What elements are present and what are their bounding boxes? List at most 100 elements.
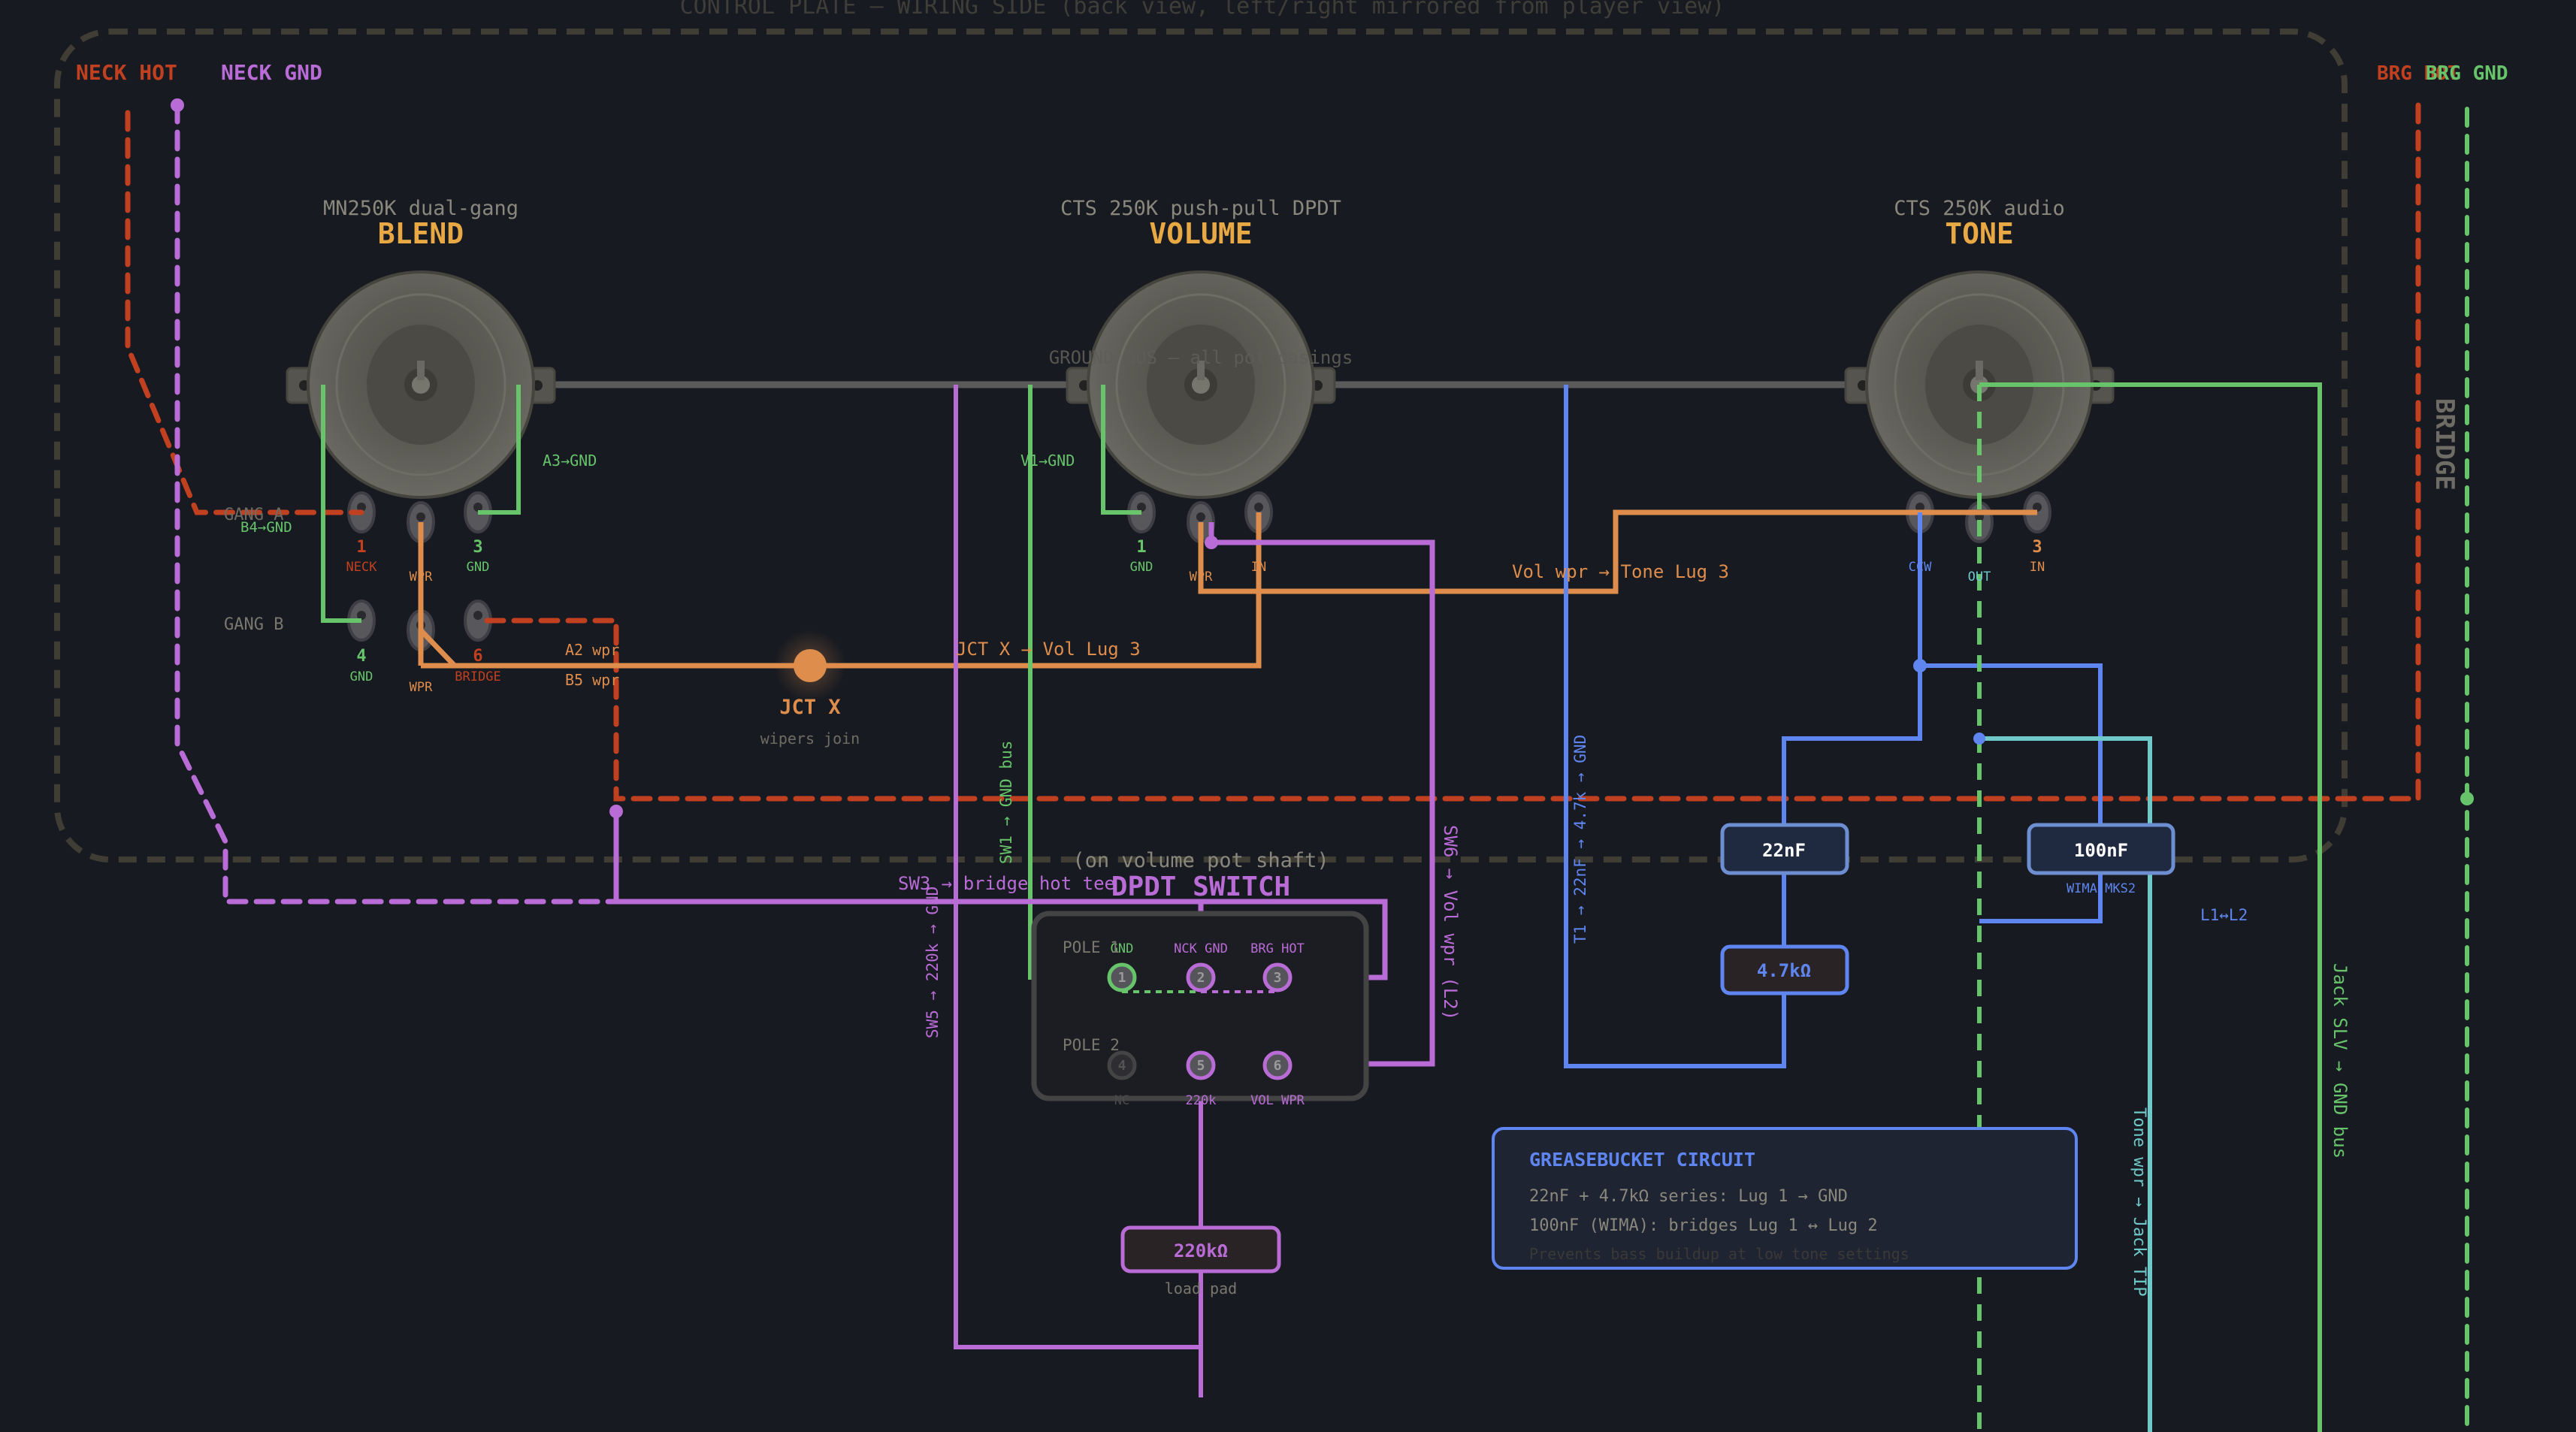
bridge-gnd-node xyxy=(2460,792,2474,805)
tone-title: TONE xyxy=(1945,217,2014,250)
tone-lug1-wire xyxy=(1782,512,1922,825)
volume-v1-note: V1→GND xyxy=(1020,452,1075,470)
blend-title: BLEND xyxy=(378,217,464,250)
jack-slv-label: Jack SLV → GND bus xyxy=(2330,963,2351,1159)
res-4k7: 4.7kΩ xyxy=(1720,944,1849,995)
blend-lug-2-label: WPR xyxy=(410,569,433,585)
cap-22nf: 22nF xyxy=(1720,823,1849,875)
switch-lug-1 xyxy=(1107,962,1137,992)
info-box-line3: Prevents bass buildup at low tone settin… xyxy=(1529,1245,1909,1263)
tone-lug-2-label: OUT xyxy=(1968,569,1991,585)
info-box-line1: 22nF + 4.7kΩ series: Lug 1 → GND xyxy=(1529,1187,1848,1206)
t1-label: T1 → 22nF → 4.7k → GND xyxy=(1571,735,1589,944)
neck-gnd-label: NECK GND xyxy=(221,60,322,85)
neck-hot-wire xyxy=(125,110,364,515)
switch-lug-2 xyxy=(1186,962,1216,992)
l1l2-label: L1↔L2 xyxy=(2200,906,2248,924)
blend-lug-6-label: BRIDGE xyxy=(455,669,500,684)
bridge-side-label: BRIDGE xyxy=(2429,398,2460,491)
switch-lug-3 xyxy=(1262,962,1293,992)
sw1-label: SW1 → GND bus xyxy=(997,741,1015,864)
switch-lug-1-num: 1 xyxy=(1118,970,1126,986)
tone-to-jack-label: Tone wpr → Jack TIP xyxy=(2130,1107,2148,1297)
blend-a3-note: A3→GND xyxy=(543,452,597,470)
volume-lug-1-label: GND xyxy=(1130,560,1153,575)
brg-gnd-label: BRG GND xyxy=(2426,62,2508,85)
switch-lug-4 xyxy=(1107,1050,1137,1080)
switch-pole2-label: POLE 2 xyxy=(1063,1036,1120,1054)
switch-lug-5-label: 220k xyxy=(1186,1093,1217,1108)
blend-lug-3-num: 3 xyxy=(473,538,482,557)
blend-lug-3-label: GND xyxy=(467,560,490,575)
sw3-label: SW3 → bridge hot tee xyxy=(898,873,1115,894)
blend-lug-1-label: NECK xyxy=(346,560,378,575)
neck-gnd-terminal xyxy=(171,98,184,112)
tone-lug-3-label: IN xyxy=(2030,560,2045,575)
switch-lug-6 xyxy=(1262,1050,1293,1080)
blend-lug-1-num: 1 xyxy=(356,538,366,557)
plate-title: CONTROL PLATE — WIRING SIDE (back view, … xyxy=(680,0,1725,20)
gang-b-label: GANG B xyxy=(224,615,283,634)
blend-a3-ground-wire xyxy=(478,385,521,515)
blend-lugs xyxy=(347,491,492,651)
switch-lugs xyxy=(1107,962,1293,1080)
volume-lug-1-num: 1 xyxy=(1136,538,1146,557)
t1-ground-wire xyxy=(1564,385,1786,1068)
cap-100nf-note: WIMA MKS2 xyxy=(2067,881,2136,896)
cap-100nf: 100nF WIMA MKS2 xyxy=(2027,823,2175,896)
blend-lug-5-label: WPR xyxy=(410,680,433,695)
res-220k: 220kΩ load pad xyxy=(1120,1225,1281,1298)
cap-22nf-value: 22nF xyxy=(1762,840,1806,861)
greasebucket-info-box: GREASEBUCKET CIRCUIT 22nF + 4.7kΩ series… xyxy=(1492,1127,2078,1270)
switch-shaft-note: (on volume pot shaft) xyxy=(1072,849,1329,872)
control-plate-outline xyxy=(54,29,2348,863)
volume-title: VOLUME xyxy=(1149,217,1252,250)
jct-x-route-label: JCT X → Vol Lug 3 xyxy=(956,639,1141,660)
sw5-label: SW5 → 220k → GND xyxy=(924,887,942,1038)
blend-lug-6-num: 6 xyxy=(473,647,482,666)
blend-b5-note: B5 wpr xyxy=(565,671,619,689)
switch-lug-5 xyxy=(1186,1050,1216,1080)
res-220k-note: load pad xyxy=(1165,1279,1237,1298)
tone-lug-3-num: 3 xyxy=(2032,538,2042,557)
blend-lug-4-label: GND xyxy=(350,669,373,684)
switch-lug-3-label: BRG HOT xyxy=(1250,941,1305,956)
volume-model: CTS 250K push-pull DPDT xyxy=(1060,197,1341,220)
tone-to-jack-tip-wire xyxy=(1979,736,2152,1432)
switch-lug-5-num: 5 xyxy=(1197,1058,1205,1074)
tone-pot xyxy=(1844,270,2115,499)
sw6-label: SW6 → Vol wpr (L2) xyxy=(1440,825,1461,1020)
jack-sleeve-wire xyxy=(1979,382,2322,1432)
tone-model: CTS 250K audio xyxy=(1894,197,2065,220)
jct-x-node xyxy=(794,649,827,682)
res-220k-value: 220kΩ xyxy=(1174,1240,1228,1261)
switch-lug-6-label: VOL WPR xyxy=(1250,1093,1305,1108)
info-box-line2: 100nF (WIMA): bridges Lug 1 ↔ Lug 2 xyxy=(1529,1216,1878,1235)
vol-v1-ground-wire xyxy=(1101,385,1141,515)
bridge-hot-tee-node xyxy=(609,805,623,818)
switch-lug-4-num: 4 xyxy=(1118,1058,1126,1074)
brg-hot-label: BRG HOT xyxy=(2377,62,2460,85)
220k-to-gnd-bus-wire xyxy=(954,385,1203,1349)
bridge-hot-wire xyxy=(475,102,2421,802)
info-box-title: GREASEBUCKET CIRCUIT xyxy=(1529,1149,1755,1171)
cap-100nf-value: 100nF xyxy=(2074,840,2128,861)
jct-x-label: JCT X xyxy=(779,696,840,719)
blend-wiper-b5-wire xyxy=(419,628,457,668)
ground-bus-label: GROUND BUS — all pot casings xyxy=(1049,347,1353,368)
blend-pot xyxy=(286,270,556,499)
blend-lug-4-num: 4 xyxy=(356,647,366,666)
switch-title: DPDT SWITCH xyxy=(1111,872,1290,902)
switch-lug-3-num: 3 xyxy=(1274,970,1282,986)
neck-gnd-wire xyxy=(174,102,619,905)
vol-to-tone-label: Vol wpr → Tone Lug 3 xyxy=(1512,561,1729,582)
gang-a-label: GANG A xyxy=(224,506,283,524)
volume-lug-3-label: IN xyxy=(1251,560,1266,575)
switch-lug-4-label: NC xyxy=(1114,1093,1129,1108)
tone-lug-1-label: CCW xyxy=(1909,560,1932,575)
vol-wiper-to-tone-wire xyxy=(1198,509,2037,594)
neck-hot-label: NECK HOT xyxy=(76,60,177,85)
switch-lug-2-label: NCK GND xyxy=(1174,941,1228,956)
switch-pole1-label: POLE 1 xyxy=(1063,938,1120,956)
volume-lug-2-label: WPR xyxy=(1190,569,1213,585)
